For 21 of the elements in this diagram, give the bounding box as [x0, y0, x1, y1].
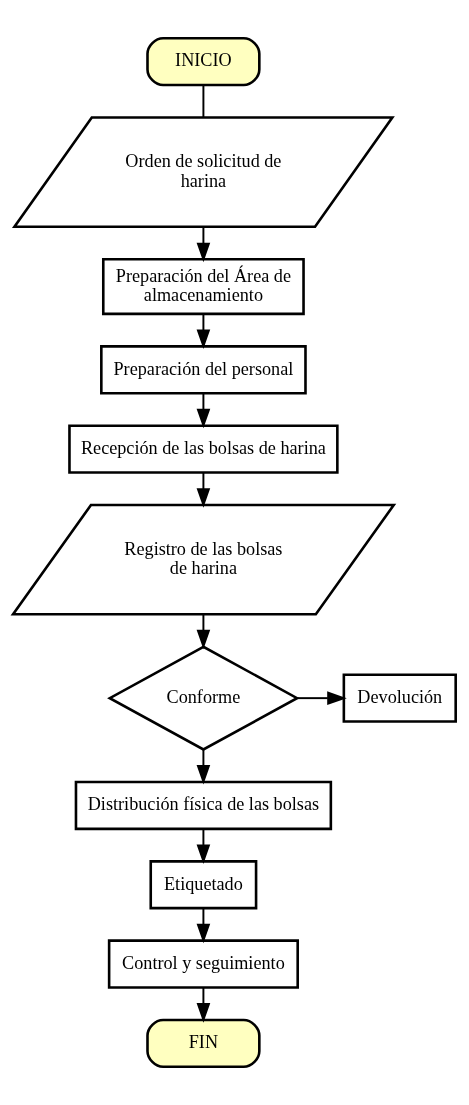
arrow: [196, 827, 211, 864]
arrow: [196, 226, 211, 263]
connector: [202, 84, 205, 119]
node-box: Distribución física de las bolsas: [74, 780, 333, 831]
arrow: [296, 691, 347, 705]
node-box: INICIO: [146, 36, 261, 87]
arrow: [196, 313, 211, 350]
node-box: Preparación del Área de almacenamiento: [102, 257, 305, 316]
node-box: Devolución: [342, 673, 457, 723]
node-box: Preparación del personal: [100, 345, 307, 395]
arrow: [196, 613, 211, 650]
arrow: [196, 907, 211, 944]
arrow: [196, 986, 211, 1023]
arrow: [196, 471, 211, 508]
node-diamond: Conforme: [107, 645, 300, 751]
node-box: Control y seguimiento: [107, 939, 299, 989]
node-box: Etiquetado: [149, 860, 258, 910]
arrow: [196, 748, 211, 785]
node-box: Recepción de las bolsas de harina: [68, 424, 339, 474]
node-box: FIN: [146, 1018, 261, 1069]
arrow: [196, 392, 211, 429]
